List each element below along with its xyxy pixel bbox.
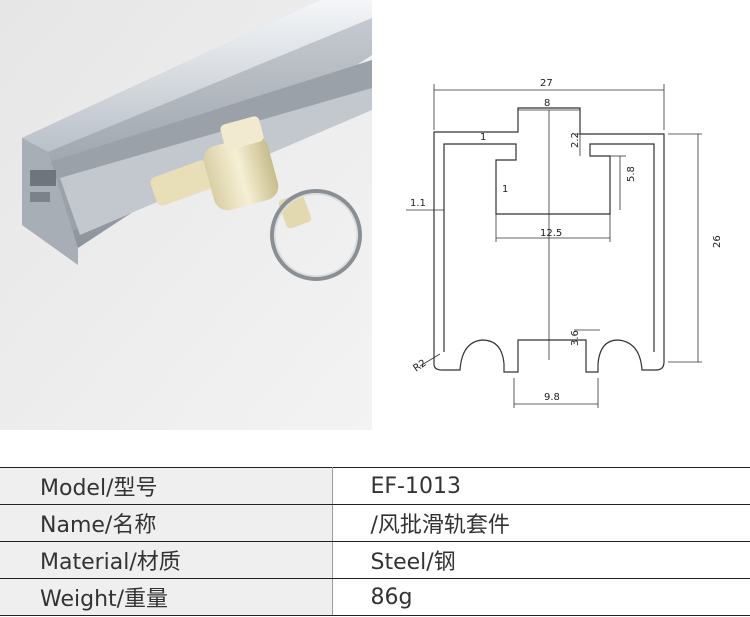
dimension-lines xyxy=(406,84,702,408)
spec-label: Weight/重量 xyxy=(0,578,333,616)
dim-inner-width: 12.5 xyxy=(540,228,562,239)
dim-bottom-gap: 3.6 xyxy=(570,330,581,346)
profile-outline xyxy=(433,107,665,373)
dim-wall-left: 1 xyxy=(480,132,486,143)
dim-overall-width: 27 xyxy=(540,78,553,89)
spec-row-material: Material/材质 Steel/钢 xyxy=(0,541,750,579)
dim-height: 26 xyxy=(712,235,723,248)
spec-row-name: Name/名称 /风批滑轨套件 xyxy=(0,504,750,542)
spec-value: /风批滑轨套件 xyxy=(332,504,750,542)
spec-label: Model/型号 xyxy=(0,467,333,505)
spec-table: Model/型号 EF-1013 Name/名称 /风批滑轨套件 Materia… xyxy=(0,467,750,616)
spec-row-model: Model/型号 EF-1013 xyxy=(0,467,750,505)
spec-value: EF-1013 xyxy=(332,467,750,505)
spec-label: Material/材质 xyxy=(0,541,333,579)
dim-opening-width: 9.8 xyxy=(544,392,560,403)
dim-slot-width: 8 xyxy=(544,98,550,109)
spec-row-weight: Weight/重量 86g xyxy=(0,578,750,616)
rail-photo-illustration xyxy=(0,0,372,430)
dim-inner-wall: 1 xyxy=(502,184,508,195)
profile-drawing: 27 8 2.2 1 5.8 1.1 1 12.5 26 R2 3.6 9.8 xyxy=(372,0,750,430)
spec-value: 86g xyxy=(332,578,750,616)
dim-side-wall: 1.1 xyxy=(410,198,426,209)
cross-section-svg: 27 8 2.2 1 5.8 1.1 1 12.5 26 R2 3.6 9.8 xyxy=(372,0,750,430)
spec-value: Steel/钢 xyxy=(332,541,750,579)
dim-inner-depth: 5.8 xyxy=(626,166,637,182)
spec-label: Name/名称 xyxy=(0,504,333,542)
product-photo xyxy=(0,0,372,430)
dim-lip-thickness: 2.2 xyxy=(570,132,581,148)
